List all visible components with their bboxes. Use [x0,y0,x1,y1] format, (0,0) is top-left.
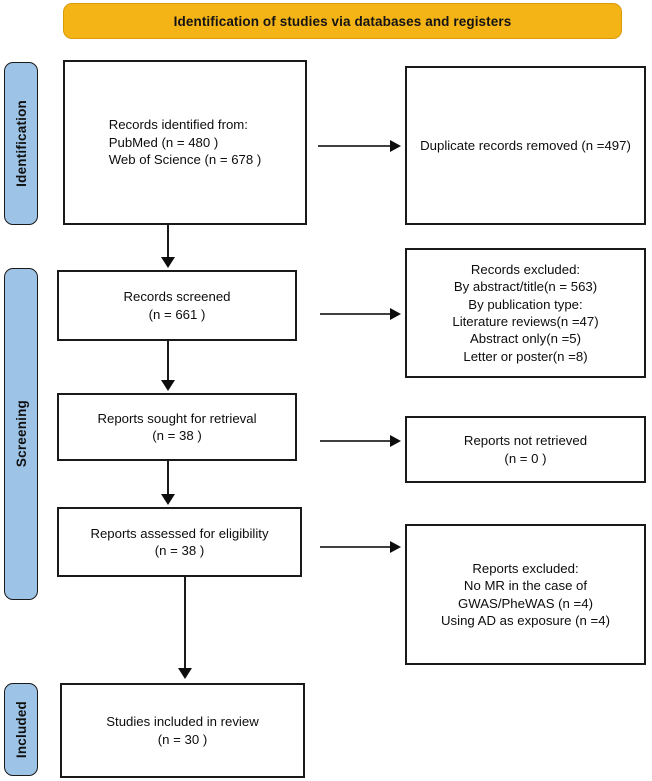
box-reports-excluded: Reports excluded: No MR in the case of G… [405,524,646,665]
connector-screened-to-sought [167,341,169,382]
box-reports-not-retrieved: Reports not retrieved (n = 0 ) [405,416,646,483]
box-records-identified: Records identified from: PubMed (n = 480… [63,60,307,225]
box-studies-included-in-review: Studies included in review (n = 30 ) [60,683,305,778]
arrowhead-identified-to-screened [161,257,175,268]
connector-assessed-to-included [184,577,186,670]
arrowhead-sought-to-assessed [161,494,175,505]
connector-screened-to-excluded [320,313,392,315]
arrowhead-screened-to-excluded [390,308,401,320]
box-records-identified-text: Records identified from: PubMed (n = 480… [108,117,262,168]
box-records-excluded: Records excluded: By abstract/title(n = … [405,248,646,378]
arrowhead-screened-to-sought [161,380,175,391]
box-records-screened: Records screened (n = 661 ) [57,270,297,341]
box-reports-excluded-text: Reports excluded: No MR in the case of G… [441,560,610,628]
box-records-excluded-text: Records excluded: By abstract/title(n = … [452,261,599,364]
stage-bar-identification: Identification [4,62,38,225]
arrowhead-assessed-to-reports-excluded [390,541,401,553]
box-reports-assessed-for-eligibility-text: Reports assessed for eligibility (n = 38… [90,525,269,558]
stage-label-screening: Screening [13,400,29,468]
diagram-banner: Identification of studies via databases … [63,3,622,39]
box-reports-sought-for-retrieval-text: Reports sought for retrieval (n = 38 ) [97,410,257,443]
connector-identified-to-duplicates [318,145,392,147]
arrowhead-identified-to-duplicates [390,140,401,152]
arrowhead-assessed-to-included [178,668,192,679]
box-reports-not-retrieved-text: Reports not retrieved (n = 0 ) [463,433,588,466]
box-duplicate-records-removed: Duplicate records removed (n =497) [405,66,646,225]
box-records-screened-text: Records screened (n = 661 ) [123,289,231,322]
connector-identified-to-screened [167,225,169,259]
arrowhead-sought-to-not-retrieved [390,435,401,447]
stage-label-identification: Identification [13,100,29,187]
connector-assessed-to-reports-excluded [320,546,392,548]
connector-sought-to-assessed [167,461,169,496]
box-reports-sought-for-retrieval: Reports sought for retrieval (n = 38 ) [57,393,297,461]
box-reports-assessed-for-eligibility: Reports assessed for eligibility (n = 38… [57,507,302,577]
stage-label-included: Included [13,700,29,759]
stage-bar-included: Included [4,683,38,776]
connector-sought-to-not-retrieved [320,440,392,442]
box-duplicate-records-removed-text: Duplicate records removed (n =497) [420,137,631,153]
box-studies-included-in-review-text: Studies included in review (n = 30 ) [106,714,259,747]
stage-bar-screening: Screening [4,268,38,600]
